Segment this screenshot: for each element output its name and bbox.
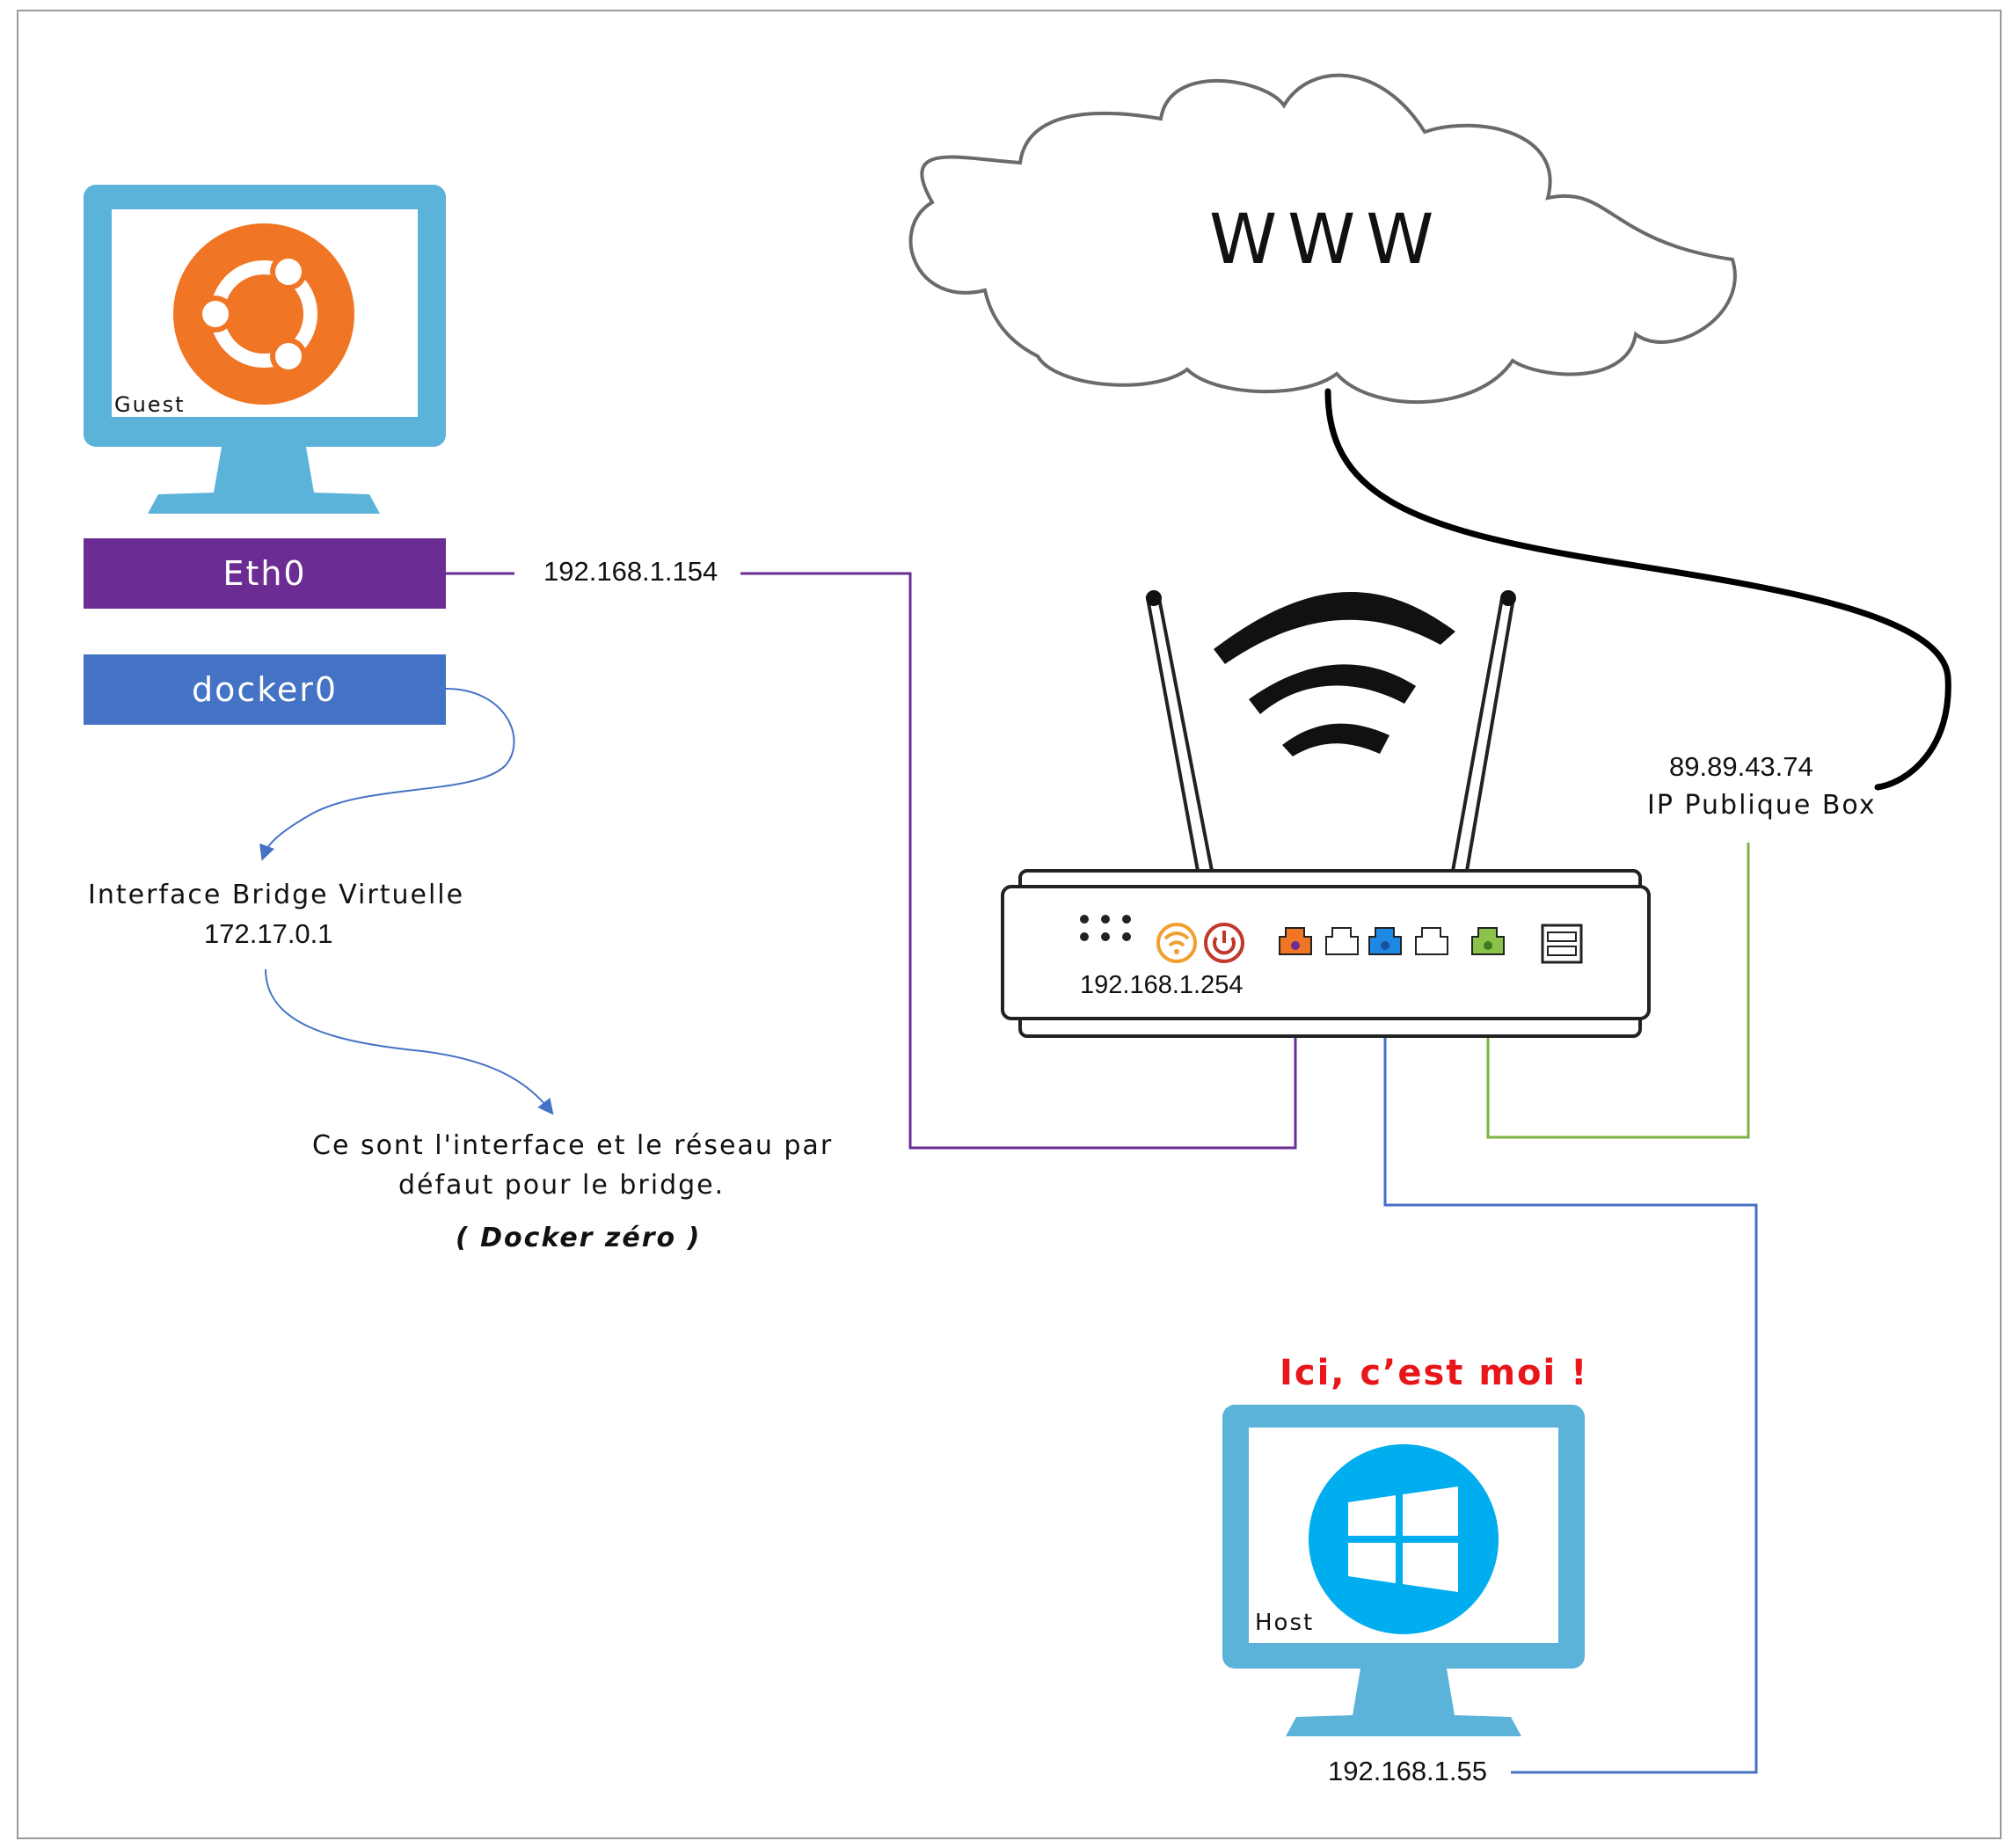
ethernet-port-4-icon bbox=[1415, 927, 1448, 955]
wan-link-line bbox=[1486, 843, 1750, 1139]
bridge-arrow bbox=[265, 968, 554, 1115]
bridge-note-line1: Ce sont l'interface et le réseau par bbox=[312, 1130, 834, 1161]
public-ip-label: 89.89.43.74 bbox=[1669, 751, 1813, 782]
internet-label: WWW bbox=[1209, 201, 1445, 280]
bridge-title: Interface Bridge Virtuelle bbox=[88, 880, 465, 910]
frame-border bbox=[17, 10, 2002, 1839]
host-monitor-icon bbox=[1222, 1405, 1585, 1736]
public-ip-caption: IP Publique Box bbox=[1647, 790, 1877, 821]
internet-cloud-icon bbox=[908, 73, 1737, 404]
host-callout: Ici, c’est moi ! bbox=[1280, 1353, 1589, 1393]
eth0-link-line bbox=[446, 572, 1297, 1150]
eth0-ip-label: 192.168.1.154 bbox=[543, 556, 718, 587]
host-ip-label: 192.168.1.55 bbox=[1328, 1756, 1488, 1786]
wifi-signal-icon bbox=[1214, 591, 1455, 756]
router-icon bbox=[1001, 590, 1651, 1038]
ethernet-port-2-icon bbox=[1325, 927, 1359, 955]
host-link-line bbox=[1383, 954, 1758, 1774]
wan-port-icon bbox=[1471, 927, 1505, 955]
usb-port-icon bbox=[1541, 924, 1583, 964]
ethernet-port-1-icon bbox=[1279, 927, 1312, 955]
windows-logo-icon bbox=[1309, 1444, 1499, 1634]
docker0-arrow bbox=[259, 688, 515, 861]
router-ip-label: 192.168.1.254 bbox=[1080, 971, 1244, 999]
bridge-ip-label: 172.17.0.1 bbox=[204, 918, 333, 949]
eth0-interface-bar: Eth0 bbox=[84, 538, 446, 609]
power-button-icon bbox=[1204, 923, 1244, 963]
docker0-interface-bar: docker0 bbox=[84, 654, 446, 725]
router-leds-icon bbox=[1080, 915, 1131, 941]
ubuntu-logo-icon bbox=[173, 223, 354, 405]
ethernet-port-3-icon bbox=[1368, 927, 1402, 955]
bridge-note-line2: défaut pour le bridge. bbox=[398, 1170, 726, 1201]
wifi-button-icon bbox=[1156, 923, 1197, 963]
internet-cable bbox=[1324, 388, 1951, 791]
guest-label: Guest bbox=[114, 392, 186, 417]
host-label: Host bbox=[1255, 1610, 1315, 1636]
guest-monitor-icon bbox=[84, 185, 446, 514]
bridge-note-line3: ( Docker zéro ) bbox=[456, 1223, 702, 1253]
